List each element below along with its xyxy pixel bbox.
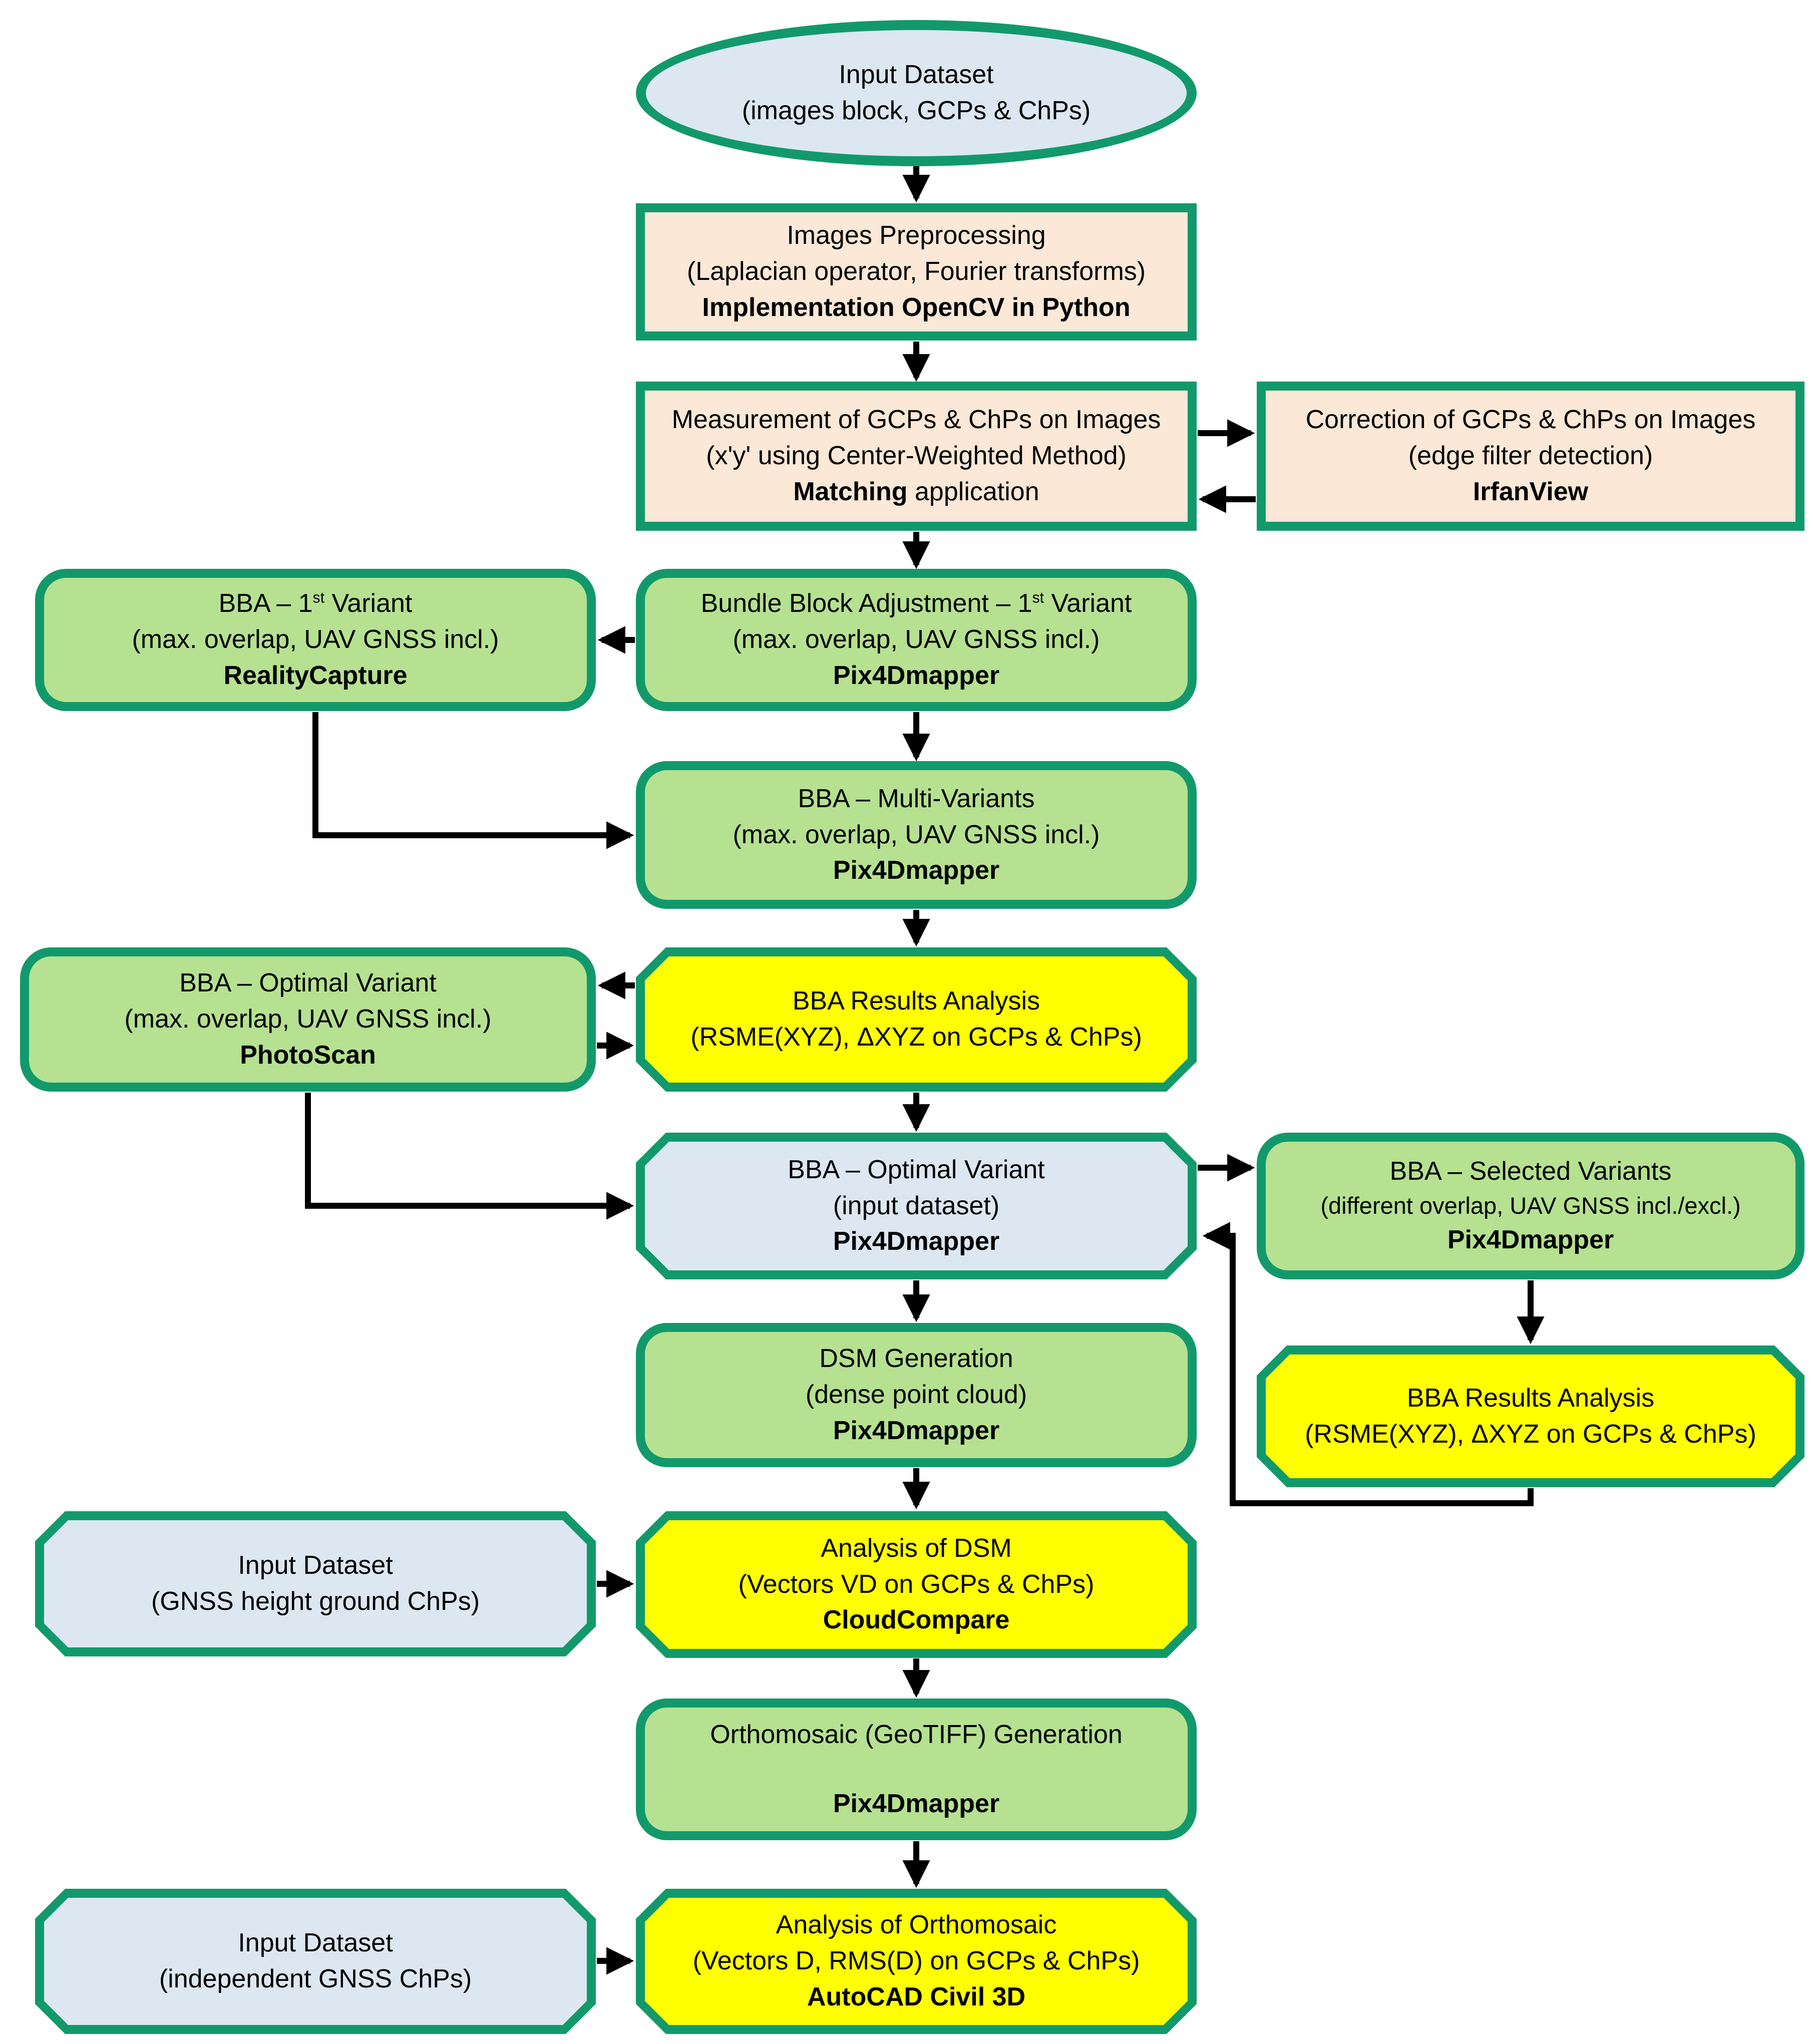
node-measurement-gcps: Measurement of GCPs & ChPs on Images (x'… bbox=[636, 382, 1197, 531]
node-tool: IrfanView bbox=[1473, 477, 1589, 506]
node-tool: Pix4Dmapper bbox=[833, 660, 1000, 690]
node-bba-multi-variants: BBA – Multi-Variants (max. overlap, UAV … bbox=[636, 761, 1197, 909]
node-bundle-block-adjustment-first: Bundle Block Adjustment – 1st Variant (m… bbox=[636, 569, 1197, 711]
node-title: Input Dataset bbox=[839, 60, 994, 90]
node-title: Correction of GCPs & ChPs on Images bbox=[1305, 405, 1756, 435]
node-bba-results-analysis-right: BBA Results Analysis (RSME(XYZ), ΔXYZ on… bbox=[1257, 1345, 1804, 1487]
node-tool: CloudCompare bbox=[823, 1605, 1010, 1635]
node-subtitle: (Laplacian operator, Fourier transforms) bbox=[686, 257, 1146, 286]
node-title: Measurement of GCPs & ChPs on Images bbox=[671, 405, 1161, 435]
node-subtitle: (images block, GCPs & ChPs) bbox=[742, 96, 1091, 125]
node-title: DSM Generation bbox=[819, 1344, 1013, 1374]
node-title: Analysis of Orthomosaic bbox=[776, 1910, 1057, 1940]
node-shape bbox=[636, 1511, 1197, 1658]
node-tool: Matching application bbox=[793, 477, 1039, 506]
node-shape bbox=[35, 1511, 596, 1656]
node-subtitle: (Vectors VD on GCPs & ChPs) bbox=[738, 1569, 1095, 1599]
node-subtitle: (RSME(XYZ), ΔXYZ on GCPs & ChPs) bbox=[1305, 1419, 1756, 1449]
node-tool: Pix4Dmapper bbox=[1447, 1225, 1614, 1254]
node-subtitle: (x'y' using Center-Weighted Method) bbox=[706, 441, 1127, 471]
node-title: BBA – Optimal Variant bbox=[788, 1155, 1045, 1184]
arrow-photoscan-to-optimal-input-elbow bbox=[305, 1093, 634, 1220]
node-title: Analysis of DSM bbox=[821, 1533, 1012, 1563]
node-tool: Pix4Dmapper bbox=[833, 1789, 1000, 1818]
arrow-results-right-feedback-to-optimal-input bbox=[1202, 1222, 1534, 1506]
node-bba-optimal-input-dataset: BBA – Optimal Variant (input dataset) Pi… bbox=[636, 1133, 1197, 1279]
node-subtitle: (max. overlap, UAV GNSS incl.) bbox=[132, 625, 499, 654]
node-subtitle: (max. overlap, UAV GNSS incl.) bbox=[733, 820, 1100, 849]
node-title: BBA Results Analysis bbox=[792, 986, 1040, 1016]
node-subtitle: (max. overlap, UAV GNSS incl.) bbox=[733, 625, 1100, 654]
node-correction-gcps: Correction of GCPs & ChPs on Images (edg… bbox=[1257, 382, 1804, 531]
node-title: Bundle Block Adjustment – 1st Variant bbox=[700, 589, 1132, 618]
node-tool: PhotoScan bbox=[240, 1040, 376, 1070]
node-tool: AutoCAD Civil 3D bbox=[807, 1982, 1026, 2011]
node-bba-selected-variants: BBA – Selected Variants (different overl… bbox=[1257, 1133, 1804, 1279]
arrow-realitycapture-to-multi-elbow bbox=[312, 712, 634, 849]
node-title: BBA – 1st Variant bbox=[218, 589, 413, 618]
node-title: BBA – Selected Variants bbox=[1389, 1157, 1672, 1186]
node-input-dataset-top: Input Dataset (images block, GCPs & ChPs… bbox=[636, 20, 1197, 166]
node-shape bbox=[636, 1889, 1197, 2034]
node-bba-first-variant-realitycapture: BBA – 1st Variant (max. overlap, UAV GNS… bbox=[35, 569, 596, 711]
node-tool: RealityCapture bbox=[223, 660, 408, 690]
node-subtitle: (max. overlap, UAV GNSS incl.) bbox=[124, 1004, 492, 1034]
node-bba-optimal-photoscan: BBA – Optimal Variant (max. overlap, UAV… bbox=[20, 947, 596, 1092]
node-title: BBA – Optimal Variant bbox=[179, 968, 437, 998]
node-dsm-generation: DSM Generation (dense point cloud) Pix4D… bbox=[636, 1323, 1197, 1467]
node-analysis-of-orthomosaic: Analysis of Orthomosaic (Vectors D, RMS(… bbox=[636, 1889, 1197, 2034]
node-subtitle: (edge filter detection) bbox=[1408, 441, 1653, 471]
node-title: BBA – Multi-Variants bbox=[798, 784, 1035, 813]
node-subtitle: (independent GNSS ChPs) bbox=[159, 1964, 472, 1993]
node-tool: Pix4Dmapper bbox=[833, 856, 1000, 885]
node-subtitle: (different overlap, UAV GNSS incl./excl.… bbox=[1320, 1192, 1741, 1219]
node-shape bbox=[636, 947, 1197, 1092]
node-orthomosaic-generation: Orthomosaic (GeoTIFF) Generation Pix4Dma… bbox=[636, 1698, 1197, 1840]
node-images-preprocessing: Images Preprocessing (Laplacian operator… bbox=[636, 203, 1197, 340]
node-title: BBA Results Analysis bbox=[1406, 1383, 1655, 1413]
node-title: Orthomosaic (GeoTIFF) Generation bbox=[710, 1720, 1123, 1749]
node-subtitle: (Vectors D, RMS(D) on GCPs & ChPs) bbox=[692, 1946, 1140, 1976]
node-analysis-of-dsm: Analysis of DSM (Vectors VD on GCPs & Ch… bbox=[636, 1511, 1197, 1658]
node-subtitle: (input dataset) bbox=[833, 1191, 1000, 1220]
node-subtitle: (GNSS height ground ChPs) bbox=[151, 1587, 480, 1616]
node-shape bbox=[636, 1133, 1197, 1279]
node-input-dataset-independent: Input Dataset (independent GNSS ChPs) bbox=[35, 1889, 596, 2034]
node-title: Images Preprocessing bbox=[787, 221, 1046, 250]
node-tool: Pix4Dmapper bbox=[833, 1227, 1000, 1256]
node-subtitle: (dense point cloud) bbox=[805, 1380, 1027, 1410]
node-shape bbox=[1257, 1345, 1804, 1487]
node-title: Input Dataset bbox=[238, 1928, 393, 1958]
node-subtitle: (RSME(XYZ), ΔXYZ on GCPs & ChPs) bbox=[690, 1023, 1142, 1052]
node-tool: Pix4Dmapper bbox=[833, 1416, 1000, 1445]
node-title: Input Dataset bbox=[238, 1551, 393, 1580]
node-bba-results-analysis-center: BBA Results Analysis (RSME(XYZ), ΔXYZ on… bbox=[636, 947, 1197, 1092]
node-shape bbox=[35, 1889, 596, 2034]
node-tool: Implementation OpenCV in Python bbox=[702, 292, 1131, 322]
node-input-dataset-gnss-height: Input Dataset (GNSS height ground ChPs) bbox=[35, 1511, 596, 1656]
